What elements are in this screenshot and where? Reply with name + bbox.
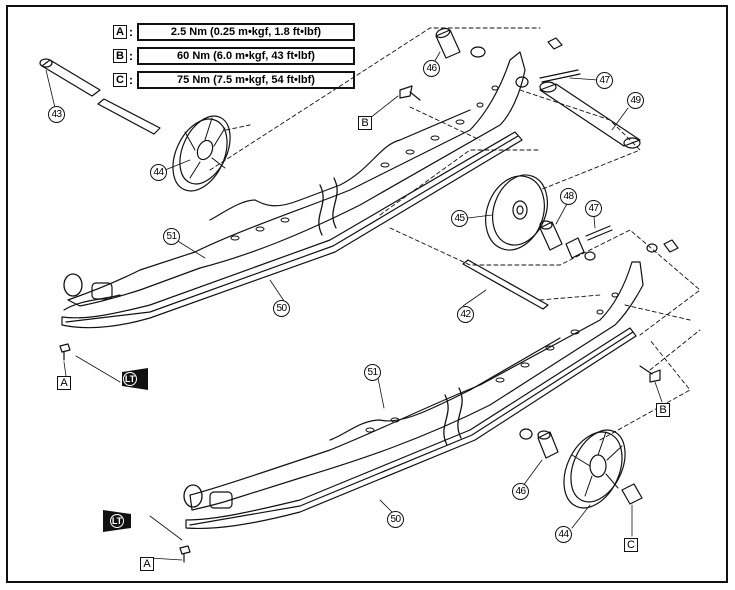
idler-wheel-45 bbox=[485, 174, 548, 251]
torque-spec-c: C : 75 Nm (7.5 m•kgf, 54 ft•lbf) bbox=[113, 70, 355, 90]
callout-49: 49 bbox=[627, 92, 644, 109]
spacer-46-upper bbox=[435, 27, 461, 59]
upper-slide-rail bbox=[61, 51, 526, 329]
callout-44-lower: 44 bbox=[555, 526, 572, 543]
callout-51-lower: 51 bbox=[364, 364, 381, 381]
bolt-b-right bbox=[639, 365, 661, 383]
callout-51-upper: 51 bbox=[163, 228, 180, 245]
screw-a-lower bbox=[179, 545, 191, 563]
shaft-49 bbox=[539, 81, 641, 149]
screw-a-upper bbox=[59, 343, 71, 361]
callout-47-upper: 47 bbox=[596, 72, 613, 89]
lower-slide-rail bbox=[183, 261, 644, 529]
bolt-c bbox=[621, 483, 643, 505]
diagram-frame bbox=[6, 5, 728, 583]
spec-letter-c: C bbox=[113, 73, 127, 87]
spec-letter-a: A bbox=[113, 25, 127, 39]
bolt-47-lower bbox=[585, 225, 613, 241]
callout-50-lower: 50 bbox=[387, 511, 404, 528]
spec-value-b: 60 Nm (6.0 m•kgf, 43 ft•lbf) bbox=[137, 47, 355, 65]
tag-b-upper: B bbox=[358, 116, 372, 130]
washer-upper bbox=[470, 46, 486, 58]
torque-spec-b: B : 60 Nm (6.0 m•kgf, 43 ft•lbf) bbox=[113, 46, 355, 66]
locktite-label-upper: LT bbox=[124, 374, 136, 384]
callout-47-lower: 47 bbox=[585, 200, 602, 217]
tag-a-upper: A bbox=[57, 376, 71, 390]
nut-lower bbox=[663, 239, 679, 253]
callout-44-upper: 44 bbox=[150, 164, 167, 181]
callout-42: 42 bbox=[457, 306, 474, 323]
collar-48 bbox=[539, 220, 596, 261]
bolt-b-upper bbox=[399, 85, 421, 101]
shaft-42 bbox=[462, 259, 549, 310]
tag-c-lower: C bbox=[624, 538, 638, 552]
spec-letter-b: B bbox=[113, 49, 127, 63]
axle-43 bbox=[39, 58, 161, 135]
callout-45: 45 bbox=[451, 210, 468, 227]
locktite-icon-lower: LT bbox=[103, 510, 137, 532]
idler-wheel-44-upper bbox=[172, 115, 231, 192]
washer-lower bbox=[519, 428, 533, 440]
idler-wheel-44-lower bbox=[563, 429, 626, 509]
tag-b-right: B bbox=[656, 403, 670, 417]
bolt-47-upper bbox=[515, 69, 581, 88]
tag-a-lower: A bbox=[140, 557, 154, 571]
spacer-46-lower bbox=[537, 430, 559, 459]
locktite-icon-upper: LT bbox=[118, 368, 152, 390]
callout-46-lower: 46 bbox=[512, 483, 529, 500]
spec-value-c: 75 Nm (7.5 m•kgf, 54 ft•lbf) bbox=[137, 71, 355, 89]
callout-48: 48 bbox=[560, 188, 577, 205]
locktite-label-lower: LT bbox=[111, 516, 123, 526]
torque-spec-a: A : 2.5 Nm (0.25 m•kgf, 1.8 ft•lbf) bbox=[113, 22, 355, 42]
callout-50-upper: 50 bbox=[273, 300, 290, 317]
callout-43: 43 bbox=[48, 106, 65, 123]
spec-value-a: 2.5 Nm (0.25 m•kgf, 1.8 ft•lbf) bbox=[137, 23, 355, 41]
nut-upper bbox=[547, 37, 563, 50]
callout-46-upper: 46 bbox=[423, 60, 440, 77]
